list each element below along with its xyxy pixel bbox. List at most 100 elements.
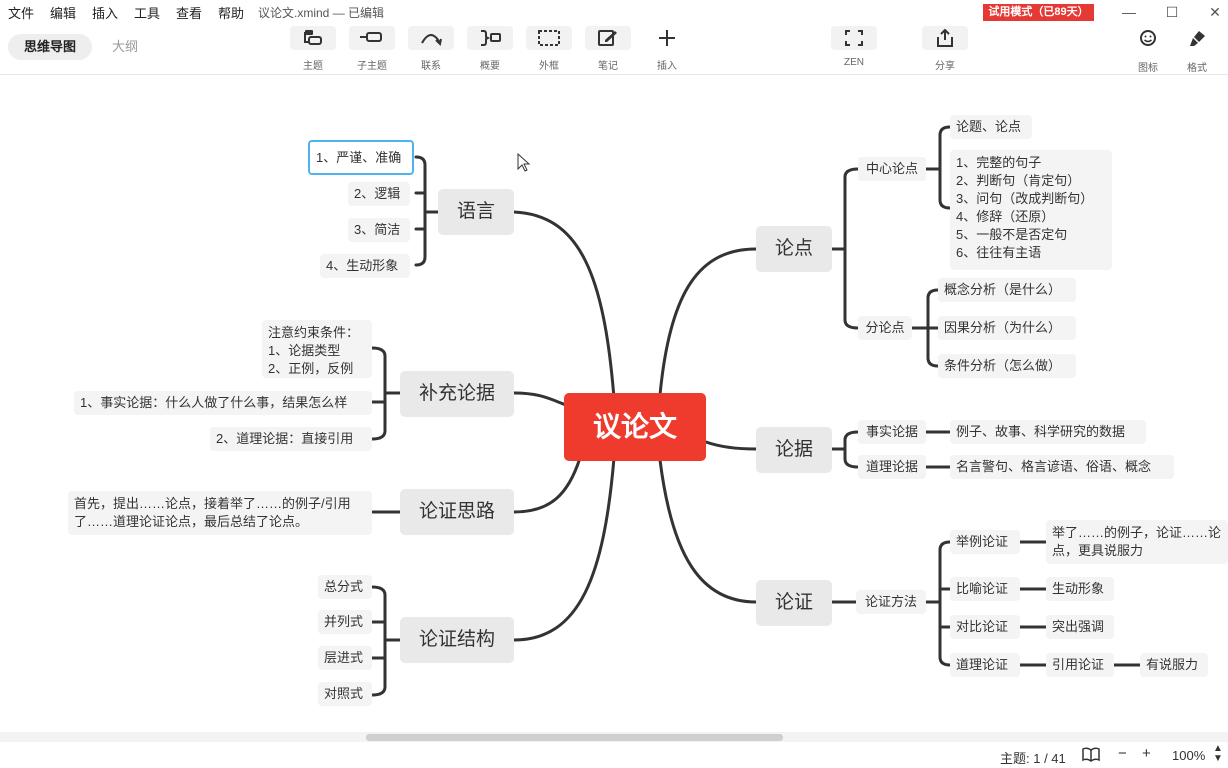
jiegou-item-3[interactable]: 层进式	[318, 646, 372, 670]
zen-button[interactable]: ZEN	[830, 24, 878, 74]
relation-icon	[408, 26, 454, 50]
tab-mindmap[interactable]: 思维导图	[8, 34, 93, 60]
method-3[interactable]: 对比论证	[950, 615, 1020, 639]
lundian-sub[interactable]: 分论点	[858, 316, 912, 340]
summary-label: 概要	[480, 61, 500, 72]
zoom-stepper-icon[interactable]: ▲▼	[1213, 743, 1223, 764]
yuyan-item-2[interactable]: 2、逻辑	[348, 182, 410, 206]
jiegou-item-4[interactable]: 对照式	[318, 682, 372, 706]
relation-label: 联系	[421, 61, 441, 72]
topic-label: 主题	[303, 61, 323, 72]
relation-button[interactable]: 联系	[407, 24, 455, 74]
buchong-fact[interactable]: 1、事实论据：什么人做了什么事，结果怎么样	[74, 391, 372, 415]
method-4[interactable]: 道理论证	[950, 653, 1020, 677]
lundian-center-list[interactable]: 1、完整的句子 2、判断句（肯定句） 3、问句（改成判断句） 4、修辞（还原） …	[950, 150, 1112, 270]
method-2[interactable]: 比喻论证	[950, 577, 1020, 601]
menu-tools[interactable]: 工具	[134, 6, 161, 21]
icon-panel-label: 图标	[1138, 63, 1158, 74]
topic-jiegou[interactable]: 论证结构	[400, 617, 514, 663]
smiley-icon	[1125, 26, 1171, 50]
method-3-effect[interactable]: 突出强调	[1046, 615, 1114, 639]
method-1-effect[interactable]: 举了……的例子，论证……论点，更具说服力	[1046, 520, 1228, 564]
zoom-out-icon[interactable]: −	[1118, 745, 1127, 762]
lunju-fact-detail[interactable]: 例子、故事、科学研究的数据	[950, 420, 1146, 444]
topic-count: 主题: 1 / 41	[1000, 751, 1066, 766]
trial-badge[interactable]: 试用模式（已89天）	[983, 4, 1094, 21]
summary-icon	[467, 26, 513, 50]
scrollbar-thumb[interactable]	[366, 734, 783, 741]
subtopic-icon	[349, 26, 395, 50]
silu-text[interactable]: 首先，提出……论点，接着举了……的例子/引用了……道理论证论点，最后总结了论点。	[68, 491, 372, 535]
topic-lunzheng[interactable]: 论证	[756, 580, 832, 626]
share-button[interactable]: 分享	[921, 24, 969, 74]
doc-status: — 已编辑	[332, 6, 385, 20]
lunju-reason-detail[interactable]: 名言警句、格言谚语、俗语、概念	[950, 455, 1174, 479]
menu-insert[interactable]: 插入	[92, 6, 119, 21]
mindmap-canvas[interactable]: 议论文 语言 1、严谨、准确 2、逻辑 3、简洁 4、生动形象 补充论据 注意约…	[0, 75, 1228, 732]
lunju-fact[interactable]: 事实论据	[858, 420, 926, 444]
boundary-button[interactable]: 外框	[525, 24, 573, 74]
menu-help[interactable]: 帮助	[218, 6, 245, 21]
zoom-in-icon[interactable]: +	[1142, 745, 1151, 762]
format-panel-button[interactable]: 格式	[1173, 24, 1221, 74]
share-icon	[922, 26, 968, 50]
window-title: 议论文.xmind — 已编辑	[258, 4, 384, 21]
book-icon[interactable]	[1082, 746, 1100, 765]
status-bar: 主题: 1 / 41 − + 100% ▲▼	[0, 742, 1228, 768]
boundary-icon	[526, 26, 572, 50]
method-2-effect[interactable]: 生动形象	[1046, 577, 1114, 601]
insert-label: 插入	[657, 61, 677, 72]
mouse-cursor-icon	[517, 153, 531, 172]
format-panel-label: 格式	[1187, 63, 1207, 74]
menu-view[interactable]: 查看	[176, 6, 203, 21]
topic-yuyan[interactable]: 语言	[438, 189, 514, 235]
subtopic-button[interactable]: 子主题	[348, 24, 396, 74]
doc-title: 议论文.xmind	[258, 6, 330, 20]
insert-button[interactable]: 插入	[643, 24, 691, 74]
minimize-icon[interactable]: —	[1122, 4, 1136, 20]
lunju-reason[interactable]: 道理论据	[858, 455, 926, 479]
note-icon	[585, 26, 631, 50]
topic-lundian[interactable]: 论点	[756, 226, 832, 272]
lundian-sub-item-2[interactable]: 因果分析（为什么）	[938, 316, 1076, 340]
menu-bar: 文件 编辑 插入 工具 查看 帮助 议论文.xmind — 已编辑 试用模式（已…	[0, 0, 1228, 24]
lunzheng-method[interactable]: 论证方法	[856, 590, 926, 614]
fullscreen-icon	[831, 26, 877, 50]
tab-outline[interactable]: 大纲	[112, 39, 139, 54]
summary-button[interactable]: 概要	[466, 24, 514, 74]
maximize-icon[interactable]: ☐	[1165, 4, 1179, 20]
zoom-level[interactable]: 100%	[1172, 748, 1206, 763]
lundian-topic[interactable]: 论题、论点	[950, 115, 1032, 139]
plus-icon	[644, 26, 690, 50]
method-4-effect[interactable]: 引用论证	[1046, 653, 1114, 677]
topic-button[interactable]: 主题	[289, 24, 337, 74]
yuyan-item-3[interactable]: 3、简洁	[348, 218, 410, 242]
buchong-reason[interactable]: 2、道理论据：直接引用	[210, 427, 372, 451]
note-label: 笔记	[598, 61, 618, 72]
method-4-extra[interactable]: 有说服力	[1140, 653, 1208, 677]
icon-panel-button[interactable]: 图标	[1124, 24, 1172, 74]
topic-silu[interactable]: 论证思路	[400, 489, 514, 535]
lundian-center[interactable]: 中心论点	[858, 157, 926, 181]
zen-label: ZEN	[844, 57, 864, 68]
yuyan-item-1[interactable]: 1、严谨、准确	[308, 140, 414, 175]
close-icon[interactable]: ✕	[1209, 4, 1221, 20]
note-button[interactable]: 笔记	[584, 24, 632, 74]
topic-lunju[interactable]: 论据	[756, 427, 832, 473]
menu-edit[interactable]: 编辑	[50, 6, 77, 21]
method-1[interactable]: 举例论证	[950, 530, 1020, 554]
jiegou-item-2[interactable]: 并列式	[318, 610, 372, 634]
yuyan-item-4[interactable]: 4、生动形象	[320, 254, 410, 278]
jiegou-item-1[interactable]: 总分式	[318, 575, 372, 599]
lundian-sub-item-1[interactable]: 概念分析（是什么）	[938, 278, 1076, 302]
topic-buchong[interactable]: 补充论据	[400, 371, 514, 417]
connector-lines	[370, 125, 1142, 697]
buchong-note[interactable]: 注意约束条件： 1、论据类型 2、正例，反例	[262, 320, 372, 378]
root-topic[interactable]: 议论文	[564, 393, 706, 461]
lundian-sub-item-3[interactable]: 条件分析（怎么做）	[938, 354, 1076, 378]
menu-file[interactable]: 文件	[8, 6, 35, 21]
toolbar-divider	[0, 74, 1228, 75]
topic-icon	[290, 26, 336, 50]
subtopic-label: 子主题	[357, 61, 387, 72]
brush-icon	[1174, 26, 1220, 50]
